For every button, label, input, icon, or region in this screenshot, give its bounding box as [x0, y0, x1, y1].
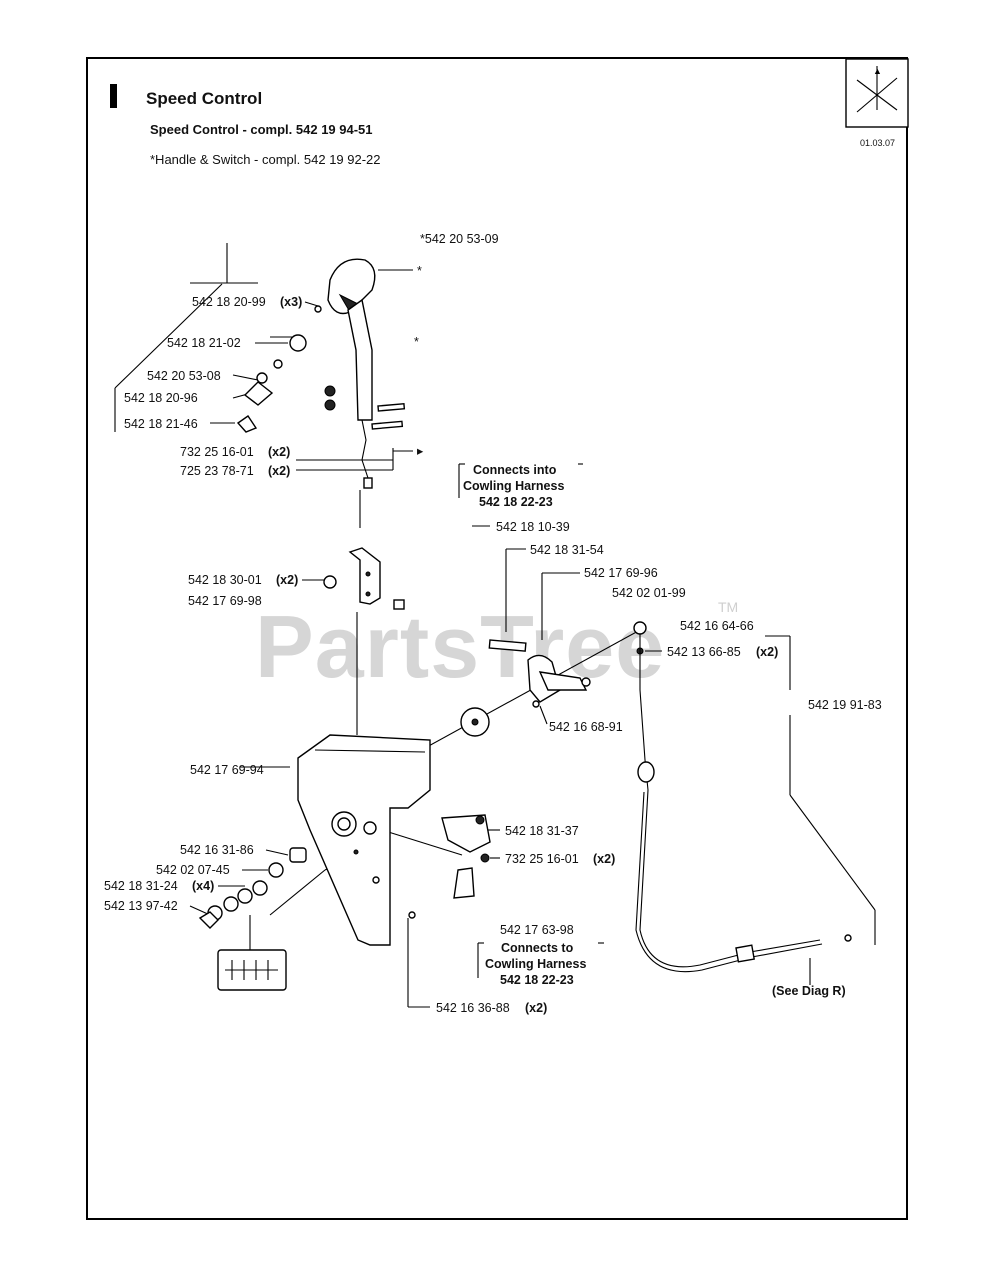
part-label: 542 17 69-94 — [190, 763, 264, 777]
watermark-text: PartsTree — [255, 597, 665, 696]
orientation-icon: ▲ — [845, 58, 909, 128]
part-qty: (x2) — [276, 573, 298, 587]
part-qty: (x2) — [756, 645, 778, 659]
svg-text:*: * — [417, 264, 422, 278]
section-bar — [110, 84, 117, 108]
part-label: 542 18 31-37 — [505, 824, 579, 838]
svg-text:*: * — [414, 335, 419, 349]
part-label: 542 18 10-39 — [496, 520, 570, 534]
part-label: 542 20 53-08 — [147, 369, 221, 383]
part-label: 542 02 07-45 — [156, 863, 230, 877]
part-labels: *542 20 53-09 * * 542 18 20-99 (x3) 542 … — [104, 232, 882, 1015]
part-label: 542 18 31-54 — [530, 543, 604, 557]
part-label: 542 18 21-46 — [124, 417, 198, 431]
handle-knob — [327, 258, 376, 315]
part-label: 542 18 31-24 — [104, 879, 178, 893]
subassembly-label: *Handle & Switch - compl. 542 19 92-22 — [150, 152, 381, 167]
part-label: 542 16 68-91 — [549, 720, 623, 734]
part-label: 542 18 21-02 — [167, 336, 241, 350]
part-qty: (x3) — [280, 295, 302, 309]
part-qty: (x2) — [593, 852, 615, 866]
part-label: 542 17 63-98 — [500, 923, 574, 937]
svg-text:▲: ▲ — [873, 66, 882, 76]
see-diagram-note: (See Diag R) — [772, 984, 846, 998]
watermark: PartsTree TM — [255, 597, 738, 696]
handle-shaft — [347, 298, 373, 421]
part-qty: (x2) — [268, 464, 290, 478]
note-line: Cowling Harness — [485, 957, 586, 971]
part-label: 542 16 64-66 — [680, 619, 754, 633]
note-line: Connects into — [473, 463, 557, 477]
part-label: 542 02 01-99 — [612, 586, 686, 600]
part-qty: (x2) — [525, 1001, 547, 1015]
note-line: 542 18 22-23 — [479, 495, 553, 509]
page-title: Speed Control — [146, 89, 262, 108]
part-label: 542 13 97-42 — [104, 899, 178, 913]
part-label: 725 23 78-71 — [180, 464, 254, 478]
parts-artwork — [198, 258, 852, 991]
note-line: Connects to — [501, 941, 574, 955]
part-qty: (x2) — [268, 445, 290, 459]
part-label: 542 18 30-01 — [188, 573, 262, 587]
svg-text:▸: ▸ — [417, 444, 424, 458]
upper-bracket — [348, 547, 381, 605]
part-label: 542 18 20-99 — [192, 295, 266, 309]
note-line: 542 18 22-23 — [500, 973, 574, 987]
watermark-tm: TM — [718, 599, 738, 615]
date-code: 01.03.07 — [860, 138, 895, 148]
part-qty: (x4) — [192, 879, 214, 893]
part-label: 542 17 69-98 — [188, 594, 262, 608]
assembly-label: Speed Control - compl. 542 19 94-51 — [150, 122, 373, 137]
part-label: *542 20 53-09 — [420, 232, 499, 246]
part-label: 542 16 36-88 — [436, 1001, 510, 1015]
leader-lines — [114, 243, 876, 1008]
main-plate — [297, 734, 431, 946]
part-label: 542 13 66-85 — [667, 645, 741, 659]
part-label: 542 19 91-83 — [808, 698, 882, 712]
note-line: Cowling Harness — [463, 479, 564, 493]
part-label: 542 18 20-96 — [124, 391, 198, 405]
part-label: 542 16 31-86 — [180, 843, 254, 857]
part-label: 732 25 16-01 — [180, 445, 254, 459]
part-label: 732 25 16-01 — [505, 852, 579, 866]
part-label: 542 17 69-96 — [584, 566, 658, 580]
diagram-frame — [86, 57, 908, 1220]
